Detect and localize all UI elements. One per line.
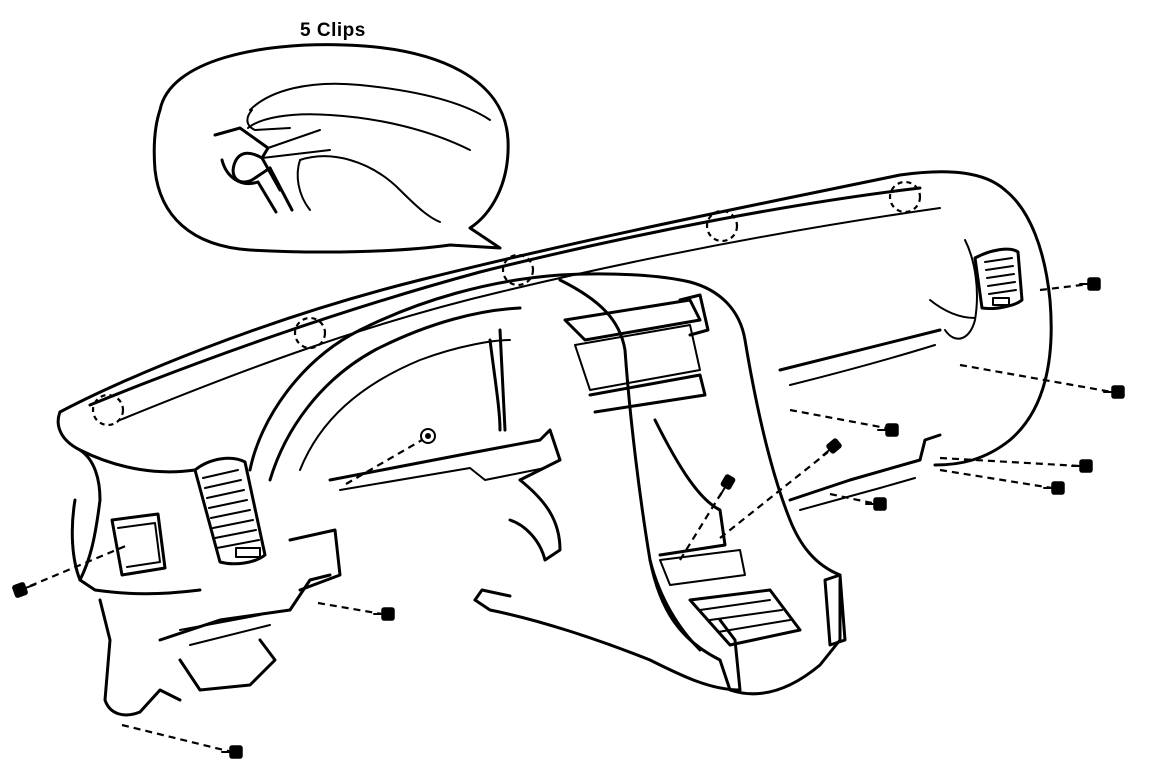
- bolt-icon: [877, 423, 899, 437]
- instrument-panel: [56, 170, 1053, 717]
- bolt-icon: [1103, 385, 1125, 399]
- clip-locations: [91, 180, 922, 427]
- clip-location-3: [501, 253, 535, 287]
- clip-location-2: [293, 316, 327, 350]
- bolt-icon: [1071, 459, 1093, 473]
- bolt-icon: [1043, 481, 1065, 495]
- bolt-icon: [1079, 277, 1101, 291]
- clip-location-5: [888, 180, 922, 214]
- bolt-icon: [221, 745, 243, 759]
- callout-label: 5 Clips: [300, 20, 366, 41]
- bolt-icon: [12, 582, 37, 598]
- bolts: [12, 277, 1125, 759]
- left-air-vent: [193, 456, 267, 566]
- right-air-vent: [973, 247, 1024, 310]
- bolt-leader-lines: [29, 282, 1113, 754]
- clip-location-4: [705, 209, 739, 243]
- bolt-icon: [420, 428, 436, 444]
- clip-detail-callout: [152, 43, 510, 254]
- bolt-icon: [865, 497, 887, 511]
- bolt-icon: [373, 607, 395, 621]
- bolt-icon: [822, 438, 842, 456]
- bolt-icon: [719, 474, 736, 497]
- clip-location-1: [91, 393, 125, 427]
